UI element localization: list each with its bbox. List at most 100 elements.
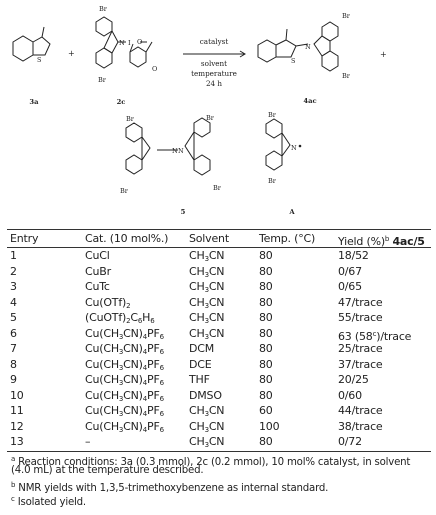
- footnote-a: a Reaction conditions: 3a (0.3 mmol), 2c…: [11, 453, 410, 469]
- structure-4ac: [257, 21, 339, 72]
- atom-label-br: Br: [342, 72, 351, 80]
- cell-entry: 5: [10, 311, 17, 324]
- cell-catalyst: Cu(CH3CN)4PF6: [85, 388, 164, 403]
- cell-catalyst: Cu(OTf)2: [85, 295, 131, 310]
- cell-catalyst: Cu(CH3CN)4PF6: [85, 357, 164, 372]
- atom-label-n: N: [305, 43, 311, 51]
- structure-5: [125, 117, 211, 176]
- footnote-a-continued: (4.0 mL) at the temperature described.: [11, 465, 204, 476]
- cell-temperature: 80: [259, 249, 273, 262]
- cell-catalyst: (CuOTf)2C6H6: [85, 311, 155, 326]
- cell-solvent: CH3CN: [189, 419, 225, 434]
- header-entry: Entry: [10, 232, 39, 245]
- atom-label-br: Br: [98, 76, 107, 84]
- cell-entry: 13: [10, 435, 24, 448]
- footnote-b-text: NMR yields with 1,3,5-trimethoxybenzene …: [18, 483, 329, 494]
- reaction-scheme: Br Br Br Br Br Br Br Br Br Br S S N N N …: [12, 5, 387, 216]
- cell-solvent: DMSO: [189, 388, 222, 402]
- cell-entry: 6: [10, 326, 17, 340]
- cell-yield: 63 (58c)/trace: [338, 329, 412, 343]
- condition-temperature: temperature: [191, 69, 237, 78]
- cell-entry: 7: [10, 342, 17, 355]
- compound-label-5: 5: [181, 208, 186, 216]
- atom-label-n: N: [291, 144, 297, 152]
- cell-entry: 9: [10, 373, 17, 386]
- footnote-c: c Isolated yield.: [11, 493, 86, 509]
- cell-temperature: 100: [259, 419, 280, 433]
- footnote-c-text: Isolated yield.: [17, 497, 86, 508]
- radical-dot: [298, 144, 302, 148]
- cell-temperature: 80: [259, 435, 273, 448]
- cell-temperature: 80: [259, 264, 273, 278]
- cell-entry: 8: [10, 357, 17, 371]
- cell-catalyst: CuBr: [85, 264, 111, 278]
- cell-entry: 3: [10, 280, 17, 293]
- plus-sign: +: [68, 49, 75, 58]
- cell-entry: 2: [10, 264, 17, 278]
- header-catalyst: Cat. (10 mol%.): [85, 232, 169, 245]
- cell-yield: 55/trace: [338, 311, 383, 324]
- cell-solvent: CH3CN: [189, 249, 225, 264]
- cell-temperature: 80: [259, 311, 273, 324]
- atom-label-n: N: [119, 39, 125, 47]
- compound-label-2c: 2c: [117, 98, 126, 106]
- cell-entry: 10: [10, 388, 24, 402]
- atom-label-n: N: [178, 147, 184, 155]
- cell-solvent: CH3CN: [189, 280, 225, 295]
- atom-label-br: Br: [206, 114, 215, 122]
- cell-temperature: 80: [259, 357, 273, 371]
- cell-catalyst: Cu(CH3CN)4PF6: [85, 342, 164, 357]
- header-yield-mark: b: [384, 235, 390, 243]
- cell-catalyst: CuCl: [85, 249, 110, 262]
- atom-label-br: Br: [99, 5, 108, 13]
- footnote-a-mark: a: [11, 455, 16, 463]
- table-top-rule: [7, 229, 431, 230]
- cell-temperature: 80: [259, 342, 273, 355]
- cell-solvent: CH3CN: [189, 326, 225, 341]
- cell-temperature: 80: [259, 373, 273, 386]
- cell-temperature: 60: [259, 404, 273, 417]
- cell-solvent: CH3CN: [189, 404, 225, 419]
- condition-catalyst: catalyst: [200, 37, 229, 46]
- atom-label-br: Br: [126, 115, 135, 123]
- cell-temperature: 80: [259, 295, 273, 309]
- cell-yield: 47/trace: [338, 295, 383, 309]
- cell-solvent: CH3CN: [189, 295, 225, 310]
- structure-2c: [95, 16, 153, 69]
- cell-yield: 44/trace: [338, 404, 383, 417]
- header-rule: [7, 247, 431, 248]
- arrow-head: [239, 50, 246, 58]
- cell-entry: 4: [10, 295, 17, 309]
- atom-label-s: S: [37, 56, 41, 64]
- cell-solvent: CH3CN: [189, 311, 225, 326]
- cell-catalyst: Cu(CH3CN)4PF6: [85, 404, 164, 419]
- atom-label-i: I: [128, 39, 131, 47]
- table-bottom-rule: [7, 451, 431, 452]
- compound-label-A: A: [288, 208, 295, 216]
- cell-yield: 0/67: [338, 264, 362, 278]
- compound-label-3a: 3a: [29, 98, 39, 106]
- atom-label-s: S: [291, 57, 295, 65]
- atom-label-n: N: [172, 147, 178, 155]
- cell-solvent: THF: [189, 373, 210, 386]
- cell-yield: 38/trace: [338, 419, 383, 433]
- cell-yield: 0/60: [338, 388, 362, 402]
- atom-label-br: Br: [342, 12, 351, 20]
- cell-yield: 18/52: [338, 249, 369, 262]
- header-yield-compounds: 4ac/5: [392, 235, 425, 248]
- structure-A: [265, 118, 291, 171]
- cell-catalyst: CuTc: [85, 280, 110, 293]
- footnote-b: b NMR yields with 1,3,5-trimethoxybenzen…: [11, 479, 328, 495]
- atom-label-br: Br: [268, 111, 277, 119]
- cell-yield: 0/65: [338, 280, 362, 293]
- atom-label-o: O: [152, 65, 157, 73]
- header-yield: Yield (%)b 4ac/5: [338, 233, 425, 248]
- atom-label-br: Br: [120, 187, 129, 195]
- plus-sign: +: [380, 50, 387, 59]
- header-yield-label: Yield (%): [338, 235, 385, 248]
- cell-yield: 37/trace: [338, 357, 383, 371]
- cell-solvent: DCM: [189, 342, 215, 355]
- compound-label-4ac: 4ac: [303, 97, 316, 105]
- condition-solvent: solvent: [201, 59, 227, 68]
- cell-temperature: 80: [259, 326, 273, 340]
